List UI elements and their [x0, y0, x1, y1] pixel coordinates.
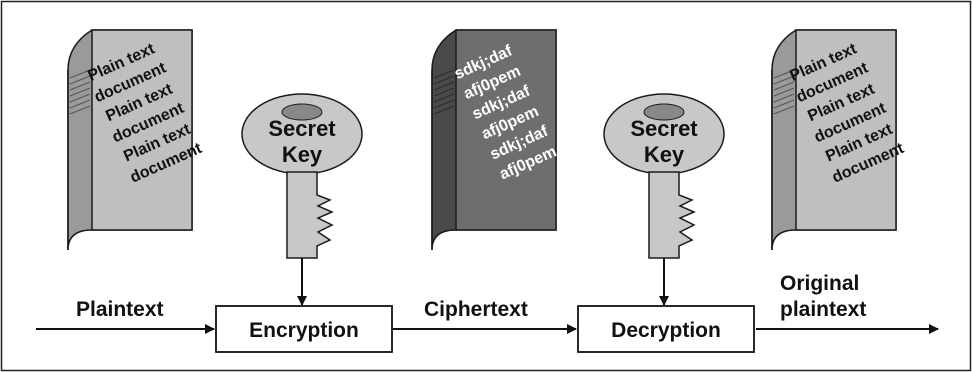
encryption-label: Encryption: [249, 319, 359, 342]
decryption-label: Decryption: [611, 319, 721, 342]
decrypt-key-label-line1: Secret: [630, 116, 698, 141]
encrypt-key-label-line2: Key: [282, 142, 323, 167]
encrypt-key-label-line1: Secret: [268, 116, 336, 141]
ciphertext-document-icon: sdkj;daf afj0pem sdkj;daf afj0pem sdkj;d…: [431, 29, 559, 251]
ciphertext-label: Ciphertext: [424, 298, 528, 321]
plaintext-document-icon: Plain text document Plain text document …: [67, 29, 205, 251]
encryption-box: Encryption: [215, 305, 393, 353]
original-plaintext-label-line2: plaintext: [780, 298, 866, 321]
secret-key-icon: Secret Key: [241, 93, 363, 259]
decrypt-key-label-line2: Key: [644, 142, 685, 167]
secret-key-icon: Secret Key: [603, 93, 725, 259]
output-document-icon: Plain text document Plain text document …: [771, 29, 907, 251]
original-plaintext-label-line1: Original: [780, 272, 859, 295]
plaintext-label: Plaintext: [76, 298, 164, 321]
decryption-box: Decryption: [577, 305, 755, 353]
